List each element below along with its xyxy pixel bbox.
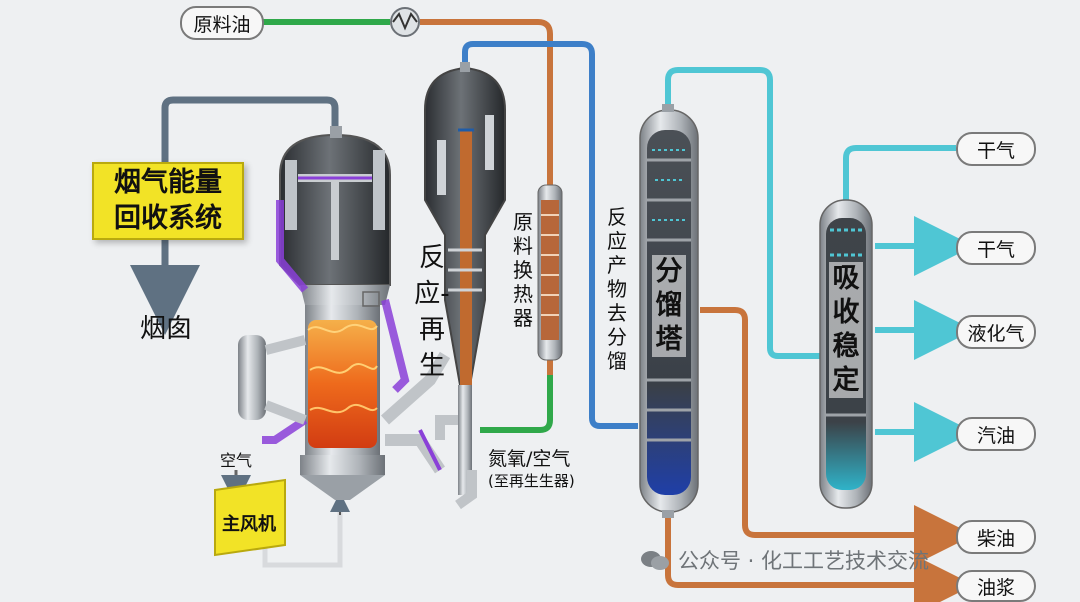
- feed-heater-symbol: [390, 7, 420, 37]
- diesel-line: [700, 307, 974, 565]
- wechat-icon: [641, 551, 669, 570]
- feed-exchanger-char: 料: [513, 234, 533, 258]
- feed-oil-label: 原料油: [180, 6, 264, 40]
- flue-energy-line2: 回收系统: [114, 203, 222, 234]
- products-char: 分: [607, 325, 627, 349]
- absorb-char: 稳: [829, 330, 863, 364]
- blower-air-line: [262, 505, 343, 568]
- feed-exchanger: [537, 184, 563, 361]
- gasoline-label: 汽油: [956, 417, 1036, 451]
- products-char: 去: [607, 301, 627, 325]
- slurry-label: 油浆: [956, 570, 1036, 602]
- nitrogen-air-label: 氮氧/空气: [488, 448, 571, 470]
- reaction-regen-top: 反应-: [414, 243, 450, 309]
- dry-gas-top-line: [843, 145, 956, 200]
- absorb-char: 吸: [829, 262, 863, 296]
- feed-to-exchanger-line: [420, 19, 553, 185]
- products-char: 馏: [607, 349, 627, 373]
- reactor: [424, 62, 506, 510]
- diesel-label: 柴油: [956, 520, 1036, 554]
- main-blower-machine: [214, 478, 286, 557]
- feed-exchanger-label: 原 料 换 热 器: [511, 210, 535, 330]
- fractionator-label: 分 馏 塔: [652, 255, 686, 357]
- products-char: 产: [607, 253, 627, 277]
- dry-gas-2-label: 干气: [956, 231, 1036, 265]
- feed-exchanger-char: 器: [513, 306, 533, 330]
- products-char: 反: [607, 205, 627, 229]
- flue-energy-line1: 烟气能量: [114, 167, 222, 198]
- to-regenerator-label: (至再生生器): [488, 472, 575, 490]
- nitrogen-air-line: [480, 375, 553, 433]
- frac-overhead-line: [665, 67, 820, 359]
- reaction-regen-bottom: 再生: [418, 315, 445, 381]
- regenerator: [238, 126, 451, 500]
- watermark: 公众号 · 化工工艺技术交流: [640, 545, 929, 575]
- feed-exchanger-char: 热: [513, 282, 533, 306]
- absorb-stab-label: 吸 收 稳 定: [829, 262, 863, 398]
- absorb-char: 定: [829, 364, 863, 398]
- air-label: 空气: [220, 451, 253, 470]
- feed-exchanger-char: 原: [513, 210, 533, 234]
- watermark-text: 公众号 · 化工工艺技术交流: [678, 549, 930, 573]
- fractionator-char: 分: [652, 255, 686, 289]
- flue-energy-recovery-box: 烟气能量 回收系统: [92, 162, 244, 240]
- products-to-fract-label: 反 应 产 物 去 分 馏: [605, 205, 629, 373]
- flue-gas-line: [161, 96, 339, 162]
- reaction-products-line: [462, 41, 638, 429]
- chimney-label: 烟囱: [140, 314, 193, 344]
- fractionator-char: 塔: [652, 323, 686, 357]
- fractionator-char: 馏: [652, 289, 686, 323]
- products-char: 应: [607, 229, 627, 253]
- slurry-line: [665, 515, 974, 602]
- dry-gas-1-label: 干气: [956, 132, 1036, 166]
- feed-exchanger-char: 换: [513, 258, 533, 282]
- lpg-label: 液化气: [956, 315, 1036, 349]
- products-char: 物: [607, 277, 627, 301]
- absorb-char: 收: [829, 296, 863, 330]
- main-blower-label: 主风机: [222, 514, 276, 535]
- reaction-regen-label: 反应- 再生: [408, 240, 456, 384]
